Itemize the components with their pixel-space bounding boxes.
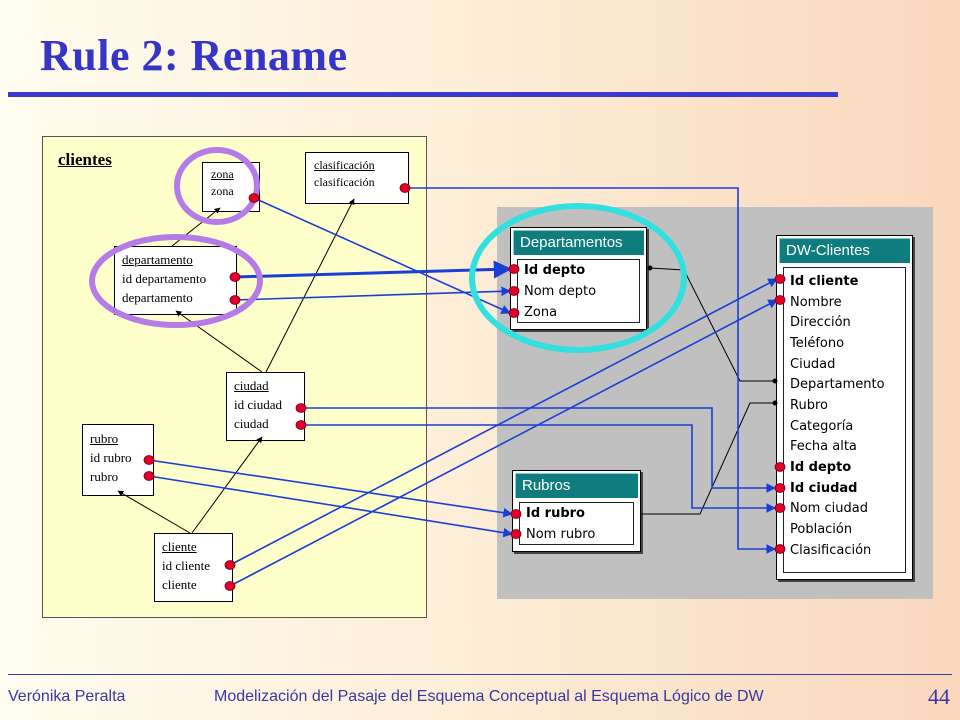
port-field-nom-depto [508,286,520,296]
entity-ciudad-attr-id: id ciudad [234,397,283,412]
map-zona [253,197,511,314]
port-field-nombre [774,295,786,305]
field-departamento: Departamento [790,377,885,392]
port-id-ciudad [295,403,307,413]
port-clasificacion [399,183,411,193]
field-nombre: Nombre [790,295,842,310]
map-departamento [234,286,511,301]
port-field-id-rubro [510,509,522,519]
port-field-dw-id-depto [774,462,786,472]
port-id-rubro [143,455,155,465]
entity-ciudad: ciudad id ciudad ciudad [226,372,305,441]
entity-departamento-attr-id: id departamento [122,271,207,286]
field-nom-ciudad: Nom ciudad [790,501,868,516]
entity-clasificacion: clasificación clasificación [305,152,409,204]
rel-rubros-dwclientes [640,402,775,515]
entity-cliente-name: cliente [162,539,197,554]
field-dw-id-depto: Id depto [790,460,852,475]
entity-ciudad-attr-name: ciudad [234,416,269,431]
entity-rubro-name: rubro [90,431,119,446]
title-underline [8,92,838,97]
field-telefono: Teléfono [790,336,845,351]
field-direccion: Dirección [790,315,851,330]
port-field-id-ciudad [774,483,786,493]
entity-cliente-attr-id: id cliente [162,558,211,573]
entity-departamento-name: departamento [122,252,193,267]
table-rubros-title: Rubros [515,473,638,498]
entity-ciudad-name: ciudad [234,378,269,393]
slide-title: Rule 2: Rename [40,31,348,80]
entity-rubro: rubro id rubro rubro [82,424,154,496]
entity-rubro-attr-id: id rubro [90,450,132,465]
port-zona [248,193,260,203]
port-departamento [229,295,241,305]
port-id-departamento [229,272,241,282]
table-departamentos-fields: Id depto Nom depto Zona [517,259,640,323]
port-field-id-cliente [774,274,786,284]
map-id-ciudad [301,407,776,493]
port-field-nom-ciudad [774,503,786,513]
table-rubros-fields: Id rubro Nom rubro [519,502,634,545]
table-rubros: Rubros Id rubro Nom rubro [512,470,641,552]
footer-divider [8,674,952,675]
map-id-rubro [148,459,513,518]
rel-departamentos-dwclientes [649,267,775,382]
map-id-departamento [234,260,512,279]
table-dw-clientes: DW-Clientes Id cliente Nombre Dirección … [776,235,913,580]
port-ciudad [295,420,307,430]
footer-subject: Modelización del Pasaje del Esquema Conc… [214,688,764,705]
map-ciudad [301,424,776,513]
field-clasificacion: Clasificación [790,543,872,558]
edge-cliente-rubro [117,490,191,534]
field-categoria: Categoría [790,419,854,434]
port-field-nom-rubro [510,529,522,539]
page-number: 44 [928,684,950,709]
entity-departamento-attr-name: departamento [122,290,193,305]
map-clasificacion [405,187,776,554]
entity-clasificacion-attr: clasificación [314,175,375,189]
map-rubro [148,475,513,538]
entity-zona-attr: zona [211,184,234,198]
highlight-departamento [89,234,263,328]
entity-rubro-attr-name: rubro [90,469,119,484]
map-cliente [229,299,778,587]
entity-zona: zona zona [202,162,260,212]
field-id-rubro: Id rubro [526,506,585,521]
field-zona: Zona [524,305,558,320]
field-poblacion: Población [790,522,853,537]
highlight-zona [174,147,260,225]
field-id-depto: Id depto [524,263,586,278]
field-id-cliente: Id cliente [790,274,859,289]
schema-label: clientes [58,150,112,169]
entity-zona-name: zona [211,167,234,181]
entity-cliente-attr-name: cliente [162,577,197,592]
edge-ciudad-departamento [175,310,263,373]
footer-author: Verónika Peralta [8,688,126,705]
field-fecha-alta: Fecha alta [790,439,857,454]
table-dw-clientes-fields: Id cliente Nombre Dirección Teléfono Ciu… [783,267,906,573]
field-nom-depto: Nom depto [524,284,597,299]
edge-ciudad-clasificacion [265,198,355,373]
field-ciudad: Ciudad [790,357,836,372]
map-id-cliente [229,278,778,566]
port-cliente [224,581,236,591]
table-departamentos: Departamentos Id depto Nom depto Zona [510,227,647,330]
field-rubro: Rubro [790,398,828,413]
port-id-cliente [224,560,236,570]
highlight-departamentos [469,203,687,353]
port-rubro [143,471,155,481]
table-departamentos-title: Departamentos [513,230,644,255]
port-field-zona [508,308,520,318]
port-field-clasificacion [774,544,786,554]
edge-cliente-ciudad [191,436,263,534]
port-field-id-depto [508,264,520,274]
entity-departamento: departamento id departamento departament… [114,246,237,315]
table-dw-clientes-title: DW-Clientes [779,238,910,263]
field-nom-rubro: Nom rubro [526,527,596,542]
field-id-ciudad: Id ciudad [790,481,858,496]
entity-clasificacion-name: clasificación [314,158,375,172]
entity-cliente: cliente id cliente cliente [154,533,233,602]
